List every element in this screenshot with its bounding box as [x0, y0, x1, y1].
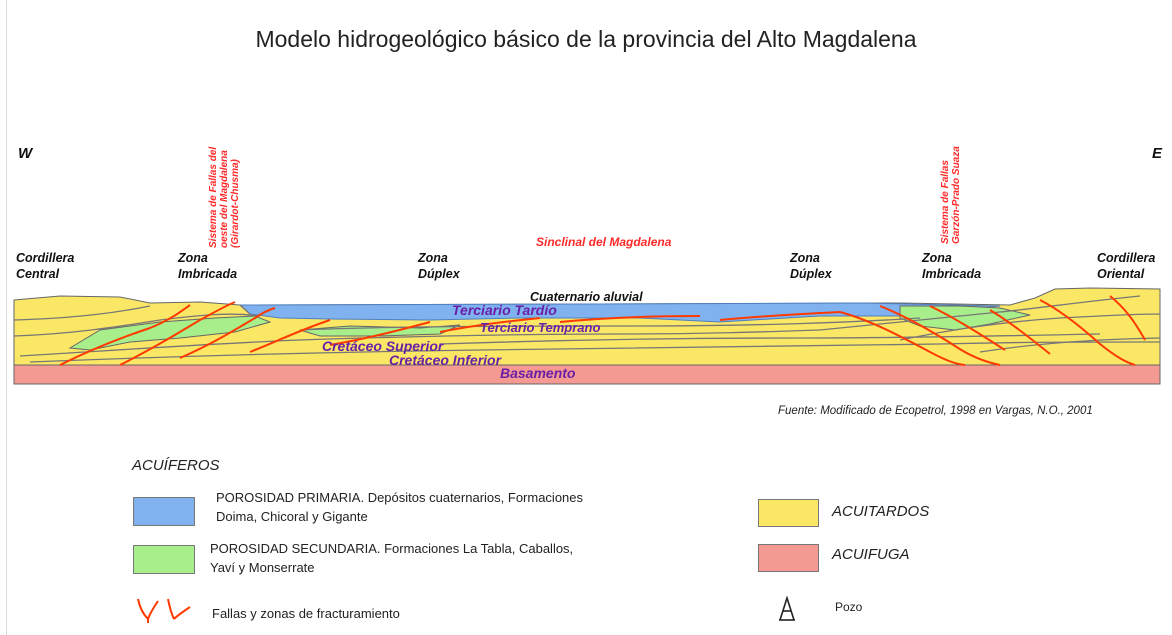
- frame-border: [6, 0, 7, 635]
- legend-primary-line-1: POROSIDAD PRIMARIA. Depósitos cuaternari…: [216, 490, 584, 505]
- stratum-terciario-tardio: Terciario Tardío: [452, 302, 557, 318]
- strata-lines: [13, 295, 1161, 363]
- swatch-acuifuga: [758, 544, 819, 572]
- source-citation: Fuente: Modificado de Ecopetrol, 1998 en…: [778, 405, 1093, 417]
- swatch-primary-porosity: [133, 497, 195, 526]
- zone-imbricada-west-line-2: Imbricada: [178, 267, 238, 281]
- zone-cordillera-central: Cordillera Central: [16, 250, 74, 282]
- diagram-title: Modelo hidrogeológico básico de la provi…: [255, 26, 917, 52]
- zone-duplex-east-line-2: Dúplex: [790, 267, 832, 281]
- zone-imbricada-west: Zona Imbricada: [178, 250, 237, 282]
- swatch-acuitardos: [758, 499, 819, 527]
- cross-section: [13, 287, 1161, 385]
- stratum-terciario-temprano: Terciario Temprano: [480, 320, 601, 335]
- zone-cordillera-central-line-1: Cordillera: [16, 251, 75, 265]
- zone-imbricada-east-line-2: Imbricada: [922, 267, 982, 281]
- zone-duplex-west: Zona Dúplex: [418, 250, 460, 282]
- legend-acuifuga: ACUIFUGA: [832, 546, 910, 563]
- fault-legend-icon: [137, 598, 191, 623]
- fault-lines: [59, 295, 1146, 366]
- legend-acuiferos-heading: ACUÍFEROS: [132, 457, 220, 474]
- zone-duplex-east: Zona Dúplex: [790, 250, 832, 282]
- stratum-basamento: Basamento: [500, 365, 576, 381]
- legend-secondary-line-1: POROSIDAD SECUNDARIA. Formaciones La Tab…: [210, 541, 574, 556]
- swatch-secondary-porosity: [133, 545, 195, 574]
- legend-secondary-porosity: POROSIDAD SECUNDARIA. Formaciones La Tab…: [210, 539, 573, 577]
- secondary-porosity-left: [68, 315, 272, 351]
- zone-imbricada-east-line-1: Zona: [922, 251, 952, 265]
- zone-imbricada-east: Zona Imbricada: [922, 250, 981, 282]
- zone-cordillera-central-line-2: Central: [16, 267, 60, 281]
- stratum-cuaternario: Cuaternario aluvial: [530, 290, 643, 304]
- zone-cordillera-oriental-line-1: Cordillera: [1097, 251, 1156, 265]
- legend-secondary-line-2: Yaví y Monserrate: [210, 560, 315, 575]
- zone-duplex-west-line-1: Zona: [418, 251, 448, 265]
- zone-duplex-west-line-2: Dúplex: [418, 267, 460, 281]
- west-label: W: [18, 145, 33, 162]
- legend-pozo: Pozo: [835, 600, 863, 614]
- zone-cordillera-oriental: Cordillera Oriental: [1097, 250, 1155, 282]
- east-label: E: [1152, 145, 1163, 162]
- legend-primary-porosity: POROSIDAD PRIMARIA. Depósitos cuaternari…: [216, 488, 583, 526]
- zone-cordillera-oriental-line-2: Oriental: [1097, 267, 1145, 281]
- syncline-label: Sinclinal del Magdalena: [536, 235, 672, 249]
- stratum-cretaceo-inferior: Cretáceo Inferior: [389, 352, 502, 368]
- zone-duplex-east-line-1: Zona: [790, 251, 820, 265]
- well-icon: [779, 596, 795, 621]
- primary-porosity-area: [238, 302, 1001, 323]
- legend-primary-line-2: Doima, Chicoral y Gigante: [216, 509, 368, 524]
- basement-layer: [13, 364, 1161, 385]
- legend-acuitardos: ACUITARDOS: [832, 503, 930, 520]
- zone-imbricada-west-line-1: Zona: [178, 251, 208, 265]
- stratum-cretaceo-superior: Cretáceo Superior: [322, 338, 444, 354]
- legend-fallas: Fallas y zonas de fracturamiento: [212, 606, 400, 621]
